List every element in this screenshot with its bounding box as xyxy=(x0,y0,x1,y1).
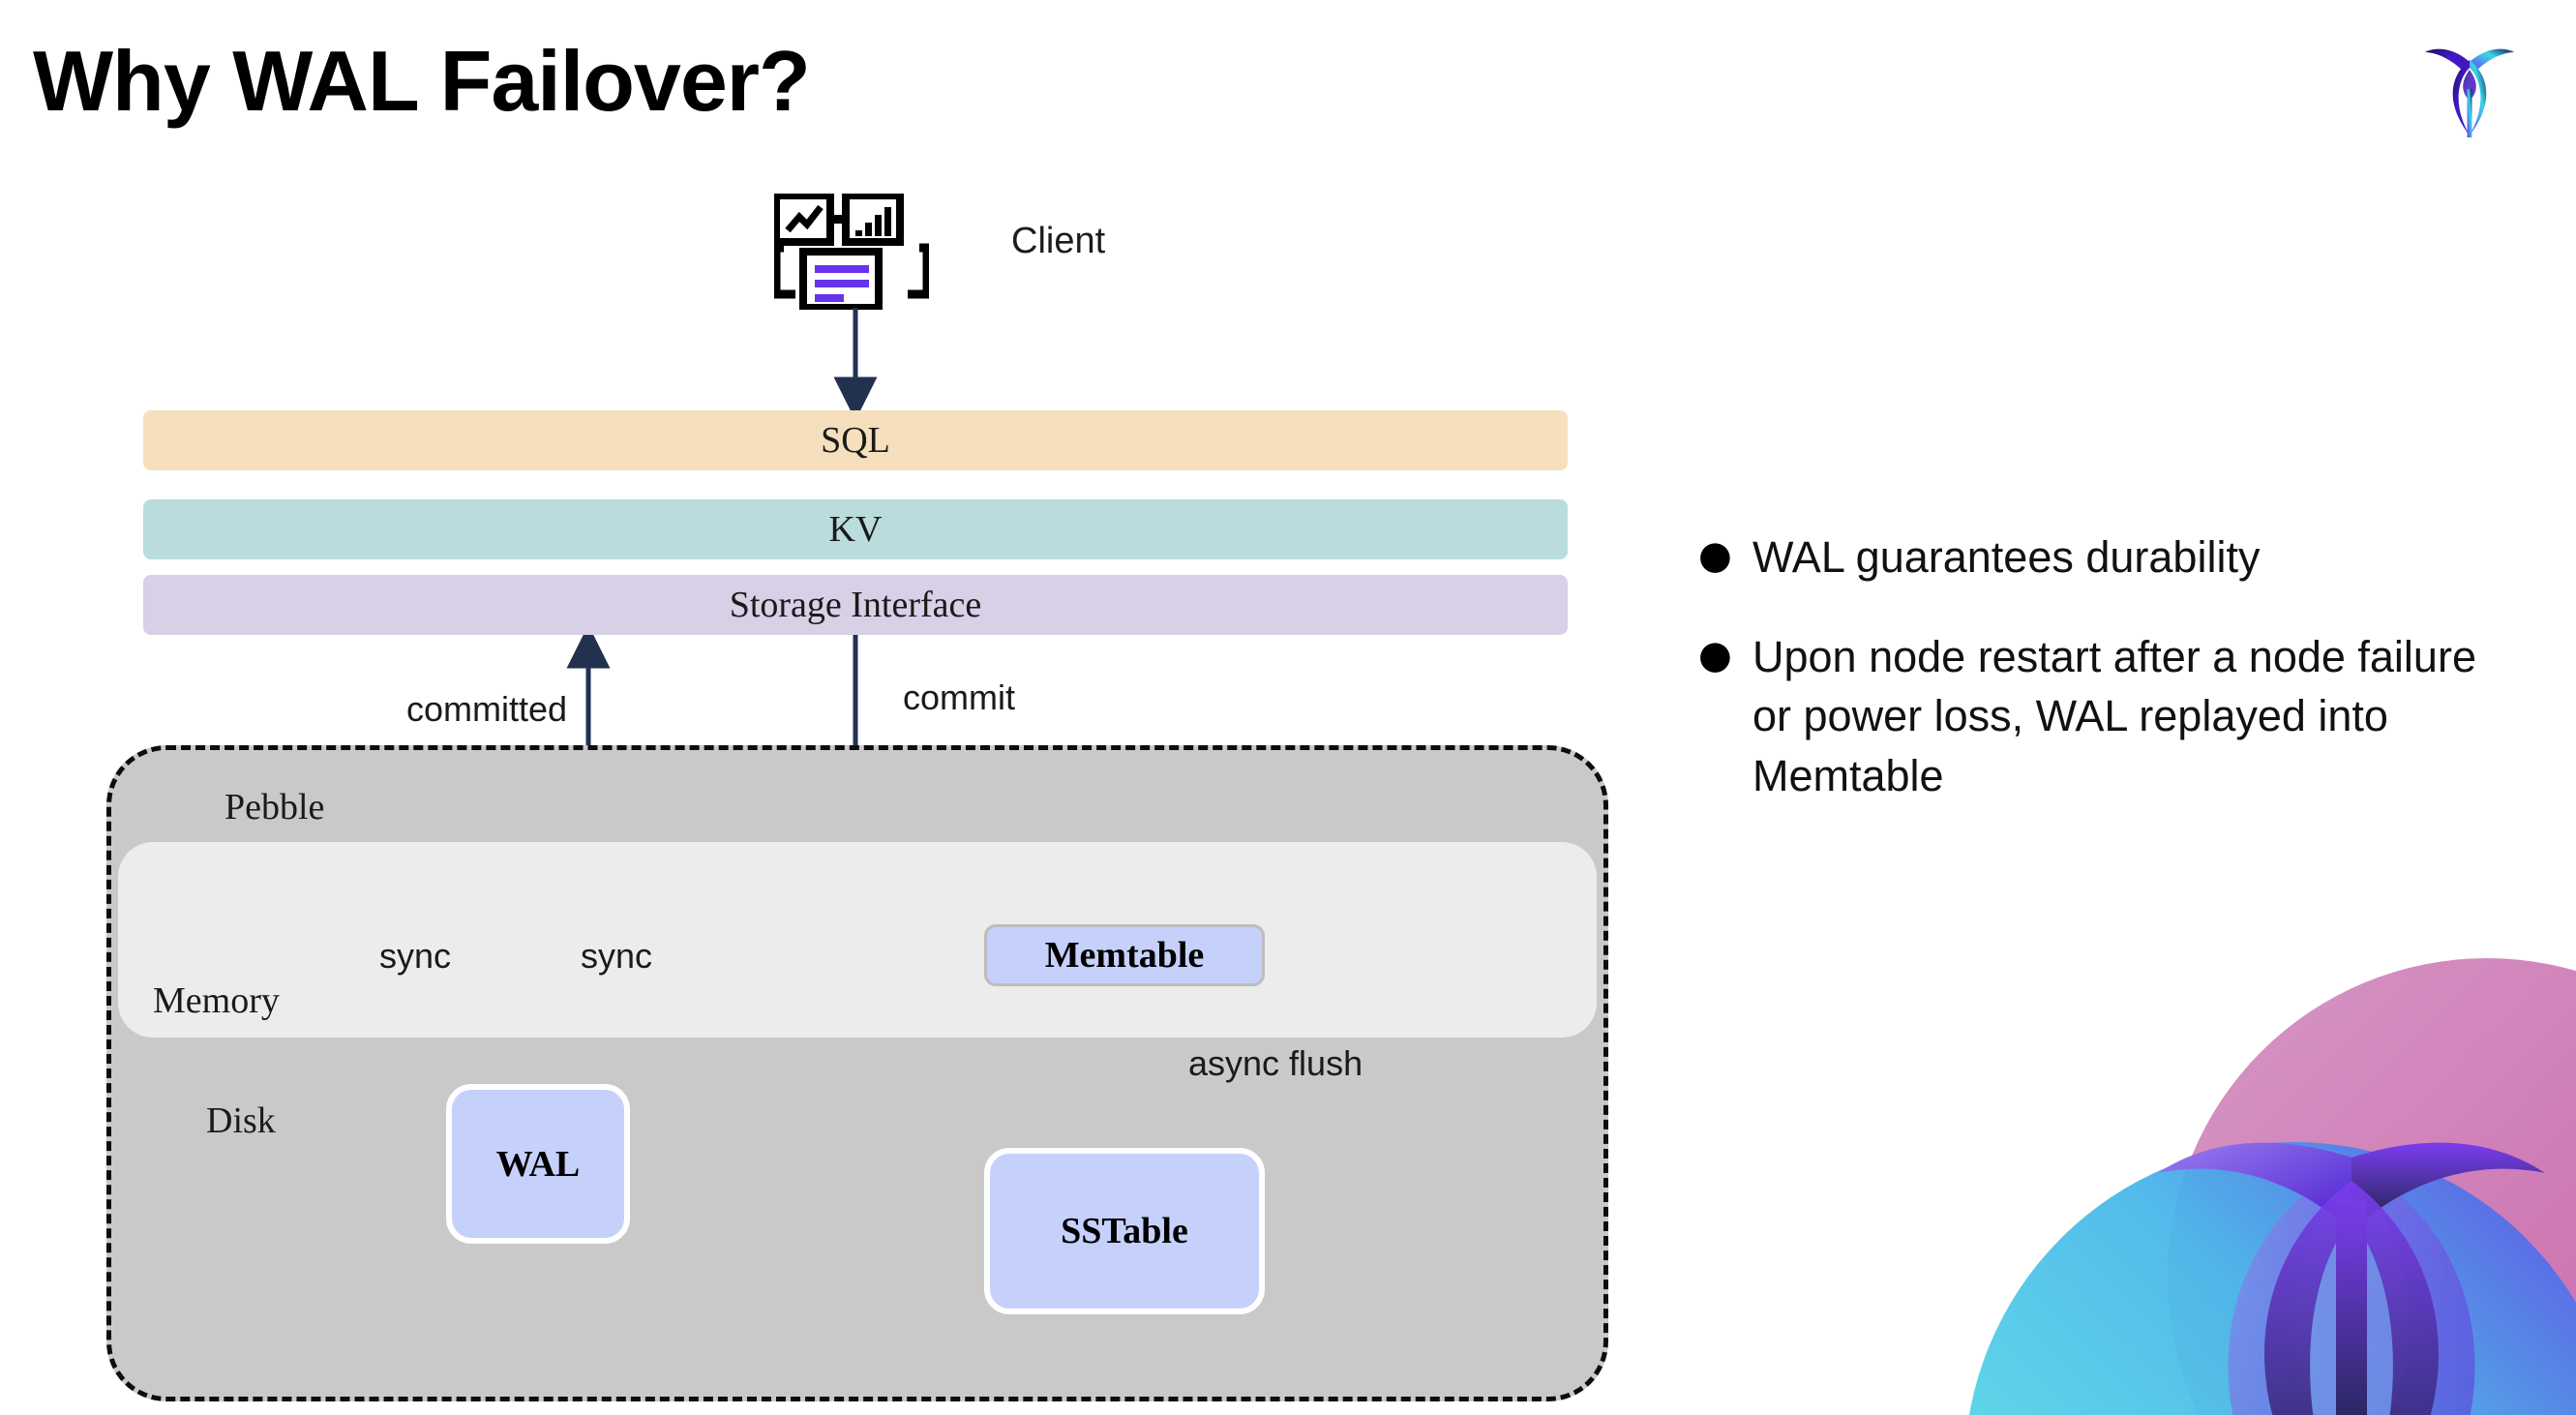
pebble-label: Pebble xyxy=(225,787,325,828)
decorative-logo-artwork xyxy=(1968,958,2576,1415)
node-label-memtable: Memtable xyxy=(1044,935,1205,976)
memory-region xyxy=(118,842,1597,1038)
memory-label: Memory xyxy=(153,980,280,1021)
list-item: ● Upon node restart after a node failure… xyxy=(1698,627,2511,805)
node-sstable: SSTable xyxy=(984,1148,1265,1314)
layer-bar-kv: KV xyxy=(143,499,1568,559)
edge-label-sync-left: sync xyxy=(379,936,452,976)
layer-label-kv: KV xyxy=(828,509,883,550)
edge-label-commit: commit xyxy=(903,677,1015,717)
node-label-sstable: SSTable xyxy=(1061,1211,1188,1251)
node-wal: WAL xyxy=(446,1084,630,1244)
layer-label-storage: Storage Interface xyxy=(729,585,982,625)
bullet-marker-icon: ● xyxy=(1698,533,1732,578)
edge-label-sync-right: sync xyxy=(581,936,653,976)
client-label: Client xyxy=(1011,221,1106,261)
bullet-text: WAL guarantees durability xyxy=(1752,532,2261,582)
architecture-diagram: Client SQL xyxy=(106,194,1608,1401)
bullet-marker-icon: ● xyxy=(1698,633,1732,678)
layer-bar-storage: Storage Interface xyxy=(143,575,1568,635)
bullet-text: Upon node restart after a node failure o… xyxy=(1752,632,2476,800)
client-monitor-icon xyxy=(774,194,929,310)
cockroachdb-logo-icon xyxy=(2425,48,2514,137)
list-item: ● WAL guarantees durability xyxy=(1698,527,2511,587)
layer-bar-sql: SQL xyxy=(143,410,1568,470)
edge-label-committed: committed xyxy=(406,689,568,729)
layer-label-sql: SQL xyxy=(821,420,890,461)
edge-label-async-flush: async flush xyxy=(1188,1043,1363,1083)
disk-label: Disk xyxy=(206,1100,276,1141)
node-memtable: Memtable xyxy=(984,924,1265,986)
bullet-list: ● WAL guarantees durability ● Upon node … xyxy=(1698,527,2511,846)
node-label-wal: WAL xyxy=(495,1143,581,1185)
page-title: Why WAL Failover? xyxy=(33,33,811,129)
